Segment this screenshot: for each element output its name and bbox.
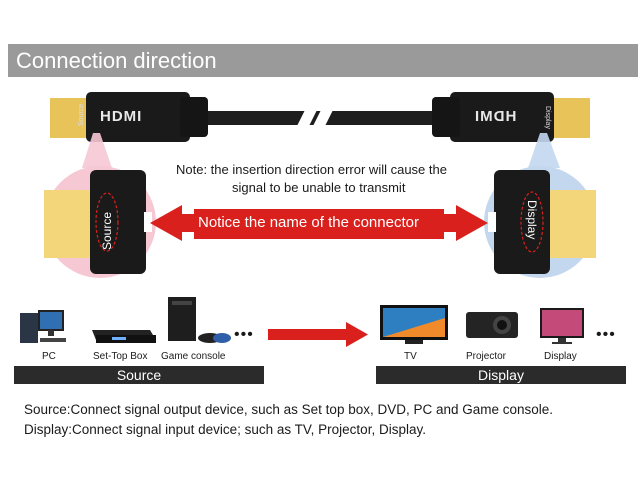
monitor-icon (540, 308, 584, 344)
display-zoom-circle (484, 166, 596, 278)
notice-banner (150, 205, 488, 241)
projector-icon (466, 312, 518, 338)
device-label-set-top-box: Set-Top Box (93, 351, 148, 362)
display-connector-label: Display (525, 200, 539, 240)
device-label-display: Display (544, 351, 577, 362)
source-more-dots: ••• (234, 326, 254, 343)
device-label-pc: PC (42, 351, 56, 362)
source-zoom-circle (44, 166, 156, 278)
section-title: Connection direction (16, 48, 217, 73)
game-console-icon (168, 297, 231, 343)
device-label-tv: TV (404, 351, 417, 362)
section-header (8, 44, 638, 77)
display-plug (432, 92, 590, 142)
left-plug-tag: Source (78, 103, 85, 126)
source-bar: Source (14, 366, 264, 384)
source-plug (50, 92, 208, 142)
right-hdmi-logo: HDMI (474, 108, 517, 125)
direction-arrow (268, 322, 368, 347)
device-label-game-console: Game console (161, 351, 226, 362)
display-zoom-wedge (528, 133, 560, 168)
tv-icon (380, 305, 448, 344)
display-bar: Display (376, 366, 626, 384)
source-connector-label: Source (100, 211, 114, 250)
device-label-projector: Projector (466, 351, 507, 362)
hdmi-cable (190, 100, 450, 140)
set-top-box-icon (92, 330, 156, 343)
source-description: Source:Connect signal output device, suc… (24, 402, 554, 417)
notice-banner-text: Notice the name of the connector (198, 214, 419, 231)
left-hdmi-logo: HDMI (100, 108, 143, 125)
pc-icon (20, 310, 66, 343)
source-zoom-wedge (82, 133, 112, 168)
note-line-1: Note: the insertion direction error will… (176, 162, 447, 177)
right-plug-tag: Display (544, 106, 551, 129)
note-line-2: signal to be unable to transmit (232, 180, 406, 195)
display-more-dots: ••• (596, 326, 616, 343)
display-description: Display:Connect signal input device; suc… (24, 422, 426, 437)
